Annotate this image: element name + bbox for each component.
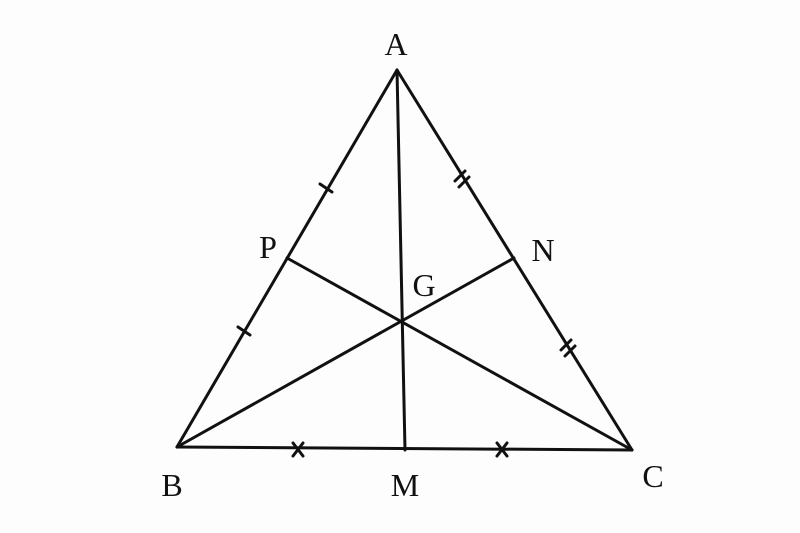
label-m: M: [390, 467, 420, 503]
median-am: [395, 68, 407, 452]
median-cp: [285, 256, 634, 452]
label-p: P: [259, 229, 277, 265]
cross-bm: [291, 441, 305, 458]
cross-mc: [495, 441, 509, 458]
label-b: B: [161, 467, 183, 503]
tick-pb: [236, 325, 252, 337]
double-tick-nc: [559, 338, 577, 358]
label-c: C: [642, 458, 664, 494]
double-tick-an: [453, 169, 471, 189]
label-a: A: [384, 26, 408, 62]
label-n: N: [531, 232, 555, 268]
label-g: G: [412, 267, 436, 303]
side-ac: [395, 68, 634, 452]
median-bn: [175, 256, 516, 449]
tick-ap: [318, 182, 334, 194]
